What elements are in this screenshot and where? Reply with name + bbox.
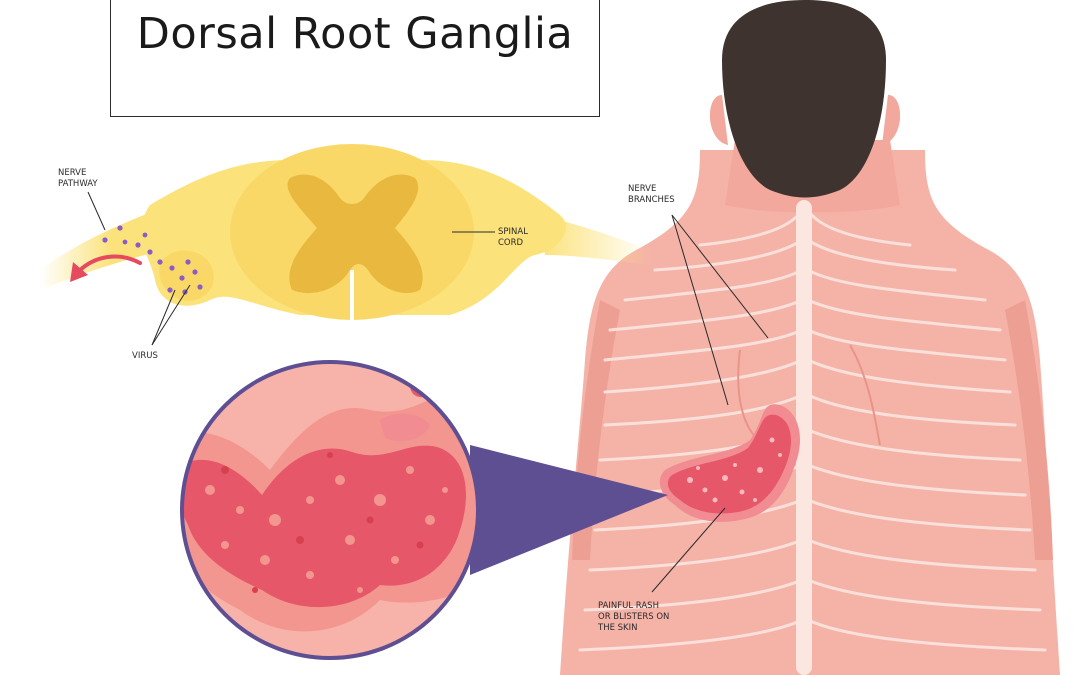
virus-direction-arrow (76, 254, 142, 274)
grey-matter (287, 174, 423, 294)
label-painful-rash: PAINFUL RASH OR BLISTERS ON THE SKIN (598, 601, 670, 633)
label-nerve-pathway: NERVE PATHWAY (58, 168, 98, 189)
scapula-right (849, 344, 881, 446)
virus-particles (102, 225, 203, 295)
spine (796, 200, 812, 675)
nerve-right-fade (540, 215, 650, 265)
hair (722, 0, 886, 198)
title-box: Dorsal Root Ganglia (110, 0, 600, 117)
label-spinal-cord: SPINAL CORD (498, 227, 528, 248)
zoom-connector (470, 445, 668, 575)
spinal-cord-section (40, 144, 650, 320)
skin-zoom (180, 360, 480, 660)
callout-lines (87, 191, 769, 593)
arm-shadow-right (1005, 300, 1053, 560)
ear-right (882, 95, 901, 145)
label-virus: VIRUS (132, 351, 158, 361)
page-title: Dorsal Root Ganglia (136, 9, 574, 59)
arrow-head (70, 262, 88, 282)
human-back (560, 0, 1060, 675)
label-nerve-branches: NERVE BRANCHES (628, 184, 675, 205)
ear-left (709, 95, 728, 145)
back-rash (659, 404, 800, 522)
